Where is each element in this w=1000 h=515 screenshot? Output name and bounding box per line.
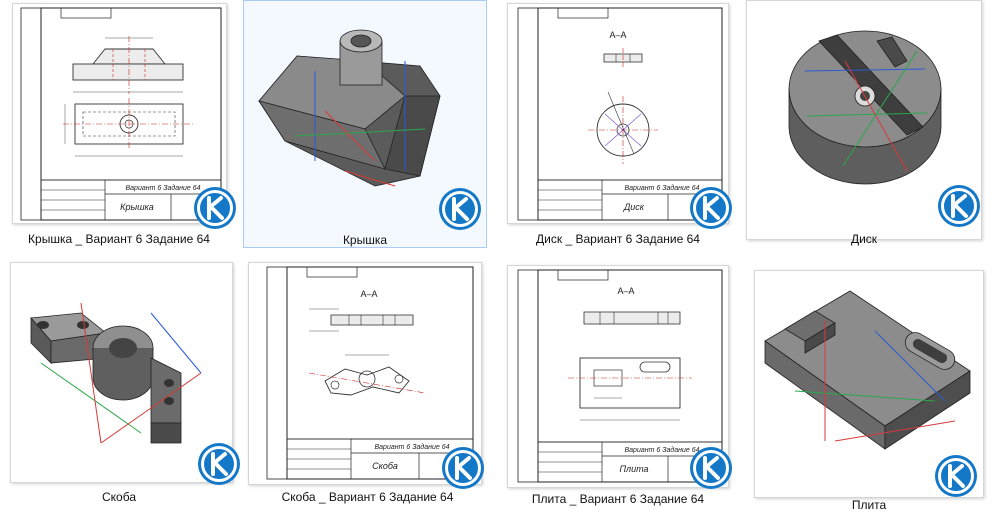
file-tile-kryshka-drawing[interactable]: Вариант 6 Задание 64 Крышка Крышка _ Вар… <box>3 0 236 250</box>
kompas-logo-icon <box>194 187 236 229</box>
file-tile-skoba-model[interactable]: Скоба <box>3 262 240 512</box>
model-thumbnail[interactable] <box>10 262 233 483</box>
file-tile-skoba-drawing[interactable]: А–А Вариант 6 Задание 64 Скоба <box>245 262 490 512</box>
file-caption: Скоба <box>102 490 136 504</box>
stamp-title: Вариант 6 Задание 64 <box>374 443 449 451</box>
file-tile-kryshka-model[interactable]: Крышка <box>243 0 487 248</box>
file-caption: Крышка <box>342 233 388 247</box>
drawing-thumbnail[interactable]: Вариант 6 Задание 64 Крышка <box>12 3 227 224</box>
kompas-logo-icon <box>935 455 977 497</box>
section-label: А–А <box>609 30 626 40</box>
kompas-logo-icon <box>690 187 732 229</box>
stamp-part-name: Плита <box>619 464 648 474</box>
file-caption: Диск <box>850 232 878 246</box>
file-tile-plita-drawing[interactable]: А–А Вариант 6 Задание 64 Плита Плита <box>497 262 739 512</box>
kompas-logo-icon <box>690 447 732 489</box>
stamp-part-name: Скоба <box>372 461 398 471</box>
drawing-thumbnail[interactable]: А–А Вариант 6 Задание 64 Диск <box>507 3 729 224</box>
stamp-title: Вариант 6 Задание 64 <box>624 446 699 454</box>
stamp-title: Вариант 6 Задание 64 <box>125 184 200 192</box>
file-tile-disk-model[interactable]: Диск <box>744 0 984 250</box>
file-tile-disk-drawing[interactable]: А–А Вариант 6 Задание 64 Диск Диск _ Вар… <box>497 0 739 250</box>
file-caption: Плита _ Вариант 6 Задание 64 <box>531 492 705 506</box>
stamp-title: Вариант 6 Задание 64 <box>624 184 699 192</box>
section-label: А–А <box>617 286 634 296</box>
drawing-thumbnail[interactable]: А–А Вариант 6 Задание 64 Плита <box>507 265 729 488</box>
section-label: А–А <box>360 289 377 299</box>
kompas-logo-icon <box>938 185 980 227</box>
stamp-part-name: Диск <box>623 202 645 212</box>
drawing-thumbnail[interactable]: А–А Вариант 6 Задание 64 Скоба <box>248 262 482 485</box>
stamp-part-name: Крышка <box>120 202 154 212</box>
file-caption: Крышка _ Вариант 6 Задание 64 <box>28 232 210 246</box>
file-caption: Скоба _ Вариант 6 Задание 64 <box>281 490 454 504</box>
file-caption: Плита <box>851 498 887 512</box>
kompas-logo-icon <box>198 443 240 485</box>
file-tile-plita-model[interactable]: Плита <box>748 262 990 512</box>
model-thumbnail[interactable] <box>245 1 483 226</box>
kompas-logo-icon <box>439 188 481 230</box>
kompas-logo-icon <box>442 447 484 489</box>
file-caption: Диск _ Вариант 6 Задание 64 <box>536 232 700 246</box>
